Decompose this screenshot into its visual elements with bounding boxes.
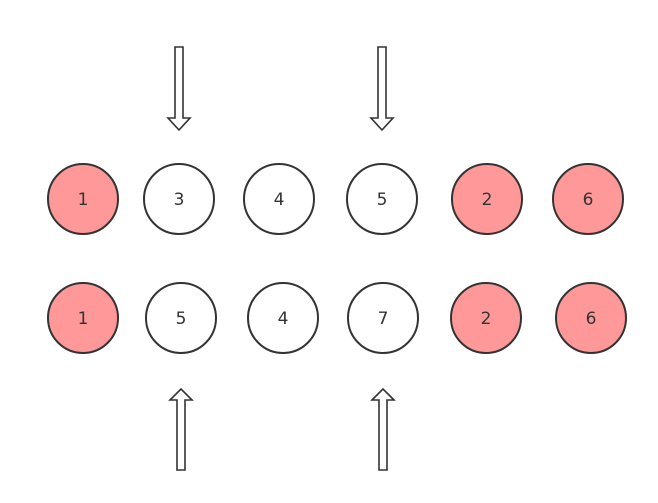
up-arrow-icon (168, 387, 194, 471)
node-label: 5 (176, 309, 187, 329)
node-label: 2 (481, 309, 492, 329)
node-circle (552, 163, 624, 235)
node-label: 4 (274, 190, 285, 210)
node-label: 1 (78, 309, 89, 329)
node-circle (451, 163, 523, 235)
node-circle (555, 282, 627, 354)
node-circle (347, 282, 419, 354)
node-label: 6 (586, 309, 597, 329)
up-arrow-icon (370, 387, 396, 471)
node-label: 2 (482, 190, 493, 210)
down-arrow-icon (369, 46, 395, 132)
node-label: 4 (278, 309, 289, 329)
node-circle (143, 163, 215, 235)
node-circle (47, 163, 119, 235)
node-circle (47, 282, 119, 354)
node-label: 7 (378, 309, 389, 329)
node-circle (450, 282, 522, 354)
node-circle (247, 282, 319, 354)
node-circle (145, 282, 217, 354)
node-label: 5 (377, 190, 388, 210)
node-label: 3 (174, 190, 185, 210)
node-label: 6 (583, 190, 594, 210)
node-circle (243, 163, 315, 235)
node-circle (346, 163, 418, 235)
down-arrow-icon (166, 46, 192, 132)
node-label: 1 (78, 190, 89, 210)
